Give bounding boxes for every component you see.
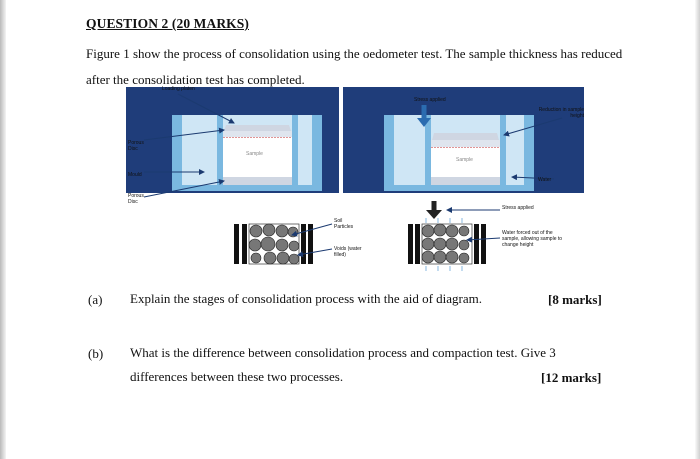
label-sample-right: Sample xyxy=(456,157,473,163)
water-flow-arrows xyxy=(425,218,463,271)
question-b-marks: [12 marks] xyxy=(541,370,602,385)
question-heading: QUESTION 2 (20 MARKS) xyxy=(86,16,249,31)
label-porous-disc-bottom: Porous Disc xyxy=(128,193,144,205)
label-soil-particles: Soil Particles xyxy=(334,218,354,230)
question-b-text-line2: differences between these two processes. xyxy=(130,369,344,384)
stress-applied-arrow xyxy=(417,118,431,127)
left-bottom-porous-disc xyxy=(223,177,292,185)
label-reduction-sample-height: Reduction in sample height xyxy=(538,107,584,119)
right-bottom-porous-disc xyxy=(431,177,500,185)
label-stress-applied-top: Stress applied xyxy=(414,97,446,103)
bottom-stress-arrow xyxy=(426,210,442,219)
right-soil-particles xyxy=(421,223,470,264)
oedometer-diagram xyxy=(126,87,584,271)
label-mould: Mould xyxy=(128,172,142,178)
left-sample xyxy=(223,137,292,177)
label-porous-disc-top: Porous Disc xyxy=(128,140,144,152)
question-a-marks: [8 marks] xyxy=(548,292,602,307)
right-sample xyxy=(431,147,500,177)
question-intro: Figure 1 show the process of consolidati… xyxy=(86,46,623,87)
label-water: Water xyxy=(538,177,552,183)
label-loading-platen: Loading platen xyxy=(162,86,195,92)
page-edge-shadow-left xyxy=(0,0,6,459)
label-sample-left: Sample xyxy=(246,151,263,157)
label-voids: Voids (water filled) xyxy=(334,246,362,258)
left-soil-particles xyxy=(248,223,300,265)
label-water-forced-out: Water forced out of the sample, allowing… xyxy=(502,230,563,248)
question-a-text: Explain the stages of consolidation proc… xyxy=(130,291,482,306)
page-edge-shadow-right xyxy=(695,0,700,459)
question-b-text-line1: What is the difference between consolida… xyxy=(130,345,556,360)
question-b-label: (b) xyxy=(88,346,104,361)
consolidation-figure: Loading platen Stress applied Reduction … xyxy=(122,85,584,271)
label-stress-applied-bottom: Stress applied xyxy=(502,205,534,211)
question-a-label: (a) xyxy=(88,292,103,307)
